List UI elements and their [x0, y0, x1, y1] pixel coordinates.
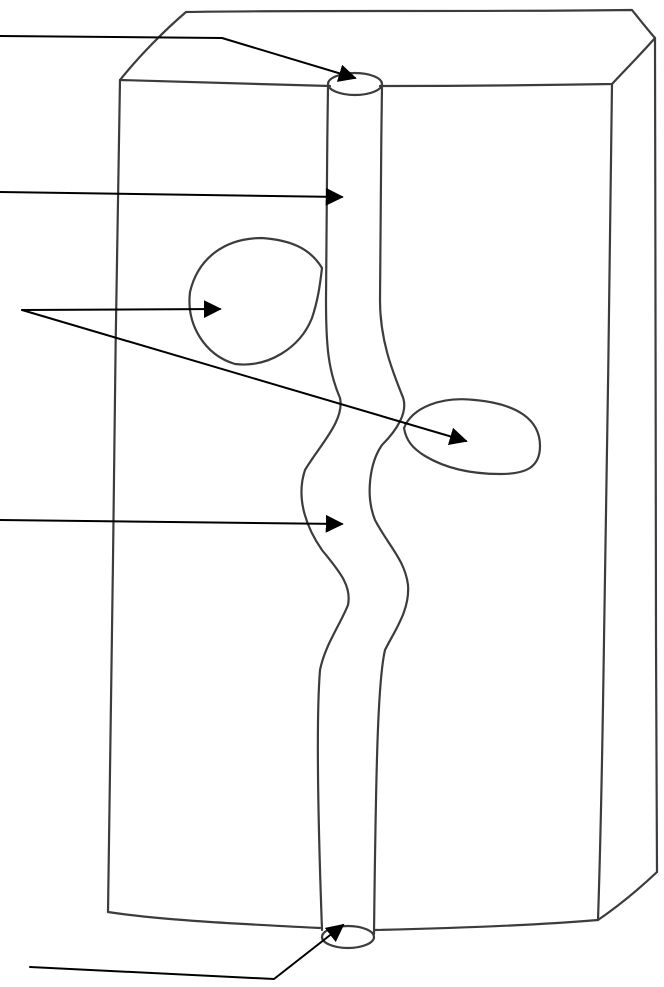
block-front-left-edge: [108, 80, 120, 912]
leader-top-opening: [0, 36, 355, 78]
top-opening: [328, 73, 382, 95]
bottom-opening: [322, 926, 374, 948]
leader-bottom-opening: [30, 925, 343, 979]
leader-channel: [0, 192, 342, 197]
block-front-right-edge: [598, 84, 612, 920]
leader-wavy-section: [0, 520, 342, 524]
left-bulge: [189, 238, 322, 365]
leader-left-bulge: [22, 309, 220, 310]
right-bulge: [404, 399, 540, 474]
block-top-face: [120, 10, 655, 86]
block-side-back-edge: [655, 38, 657, 872]
channel-left-wall: [301, 86, 348, 930]
leader-right-bulge: [22, 310, 466, 441]
channel-right-wall: [370, 86, 409, 934]
block-bottom-edge: [108, 872, 657, 930]
